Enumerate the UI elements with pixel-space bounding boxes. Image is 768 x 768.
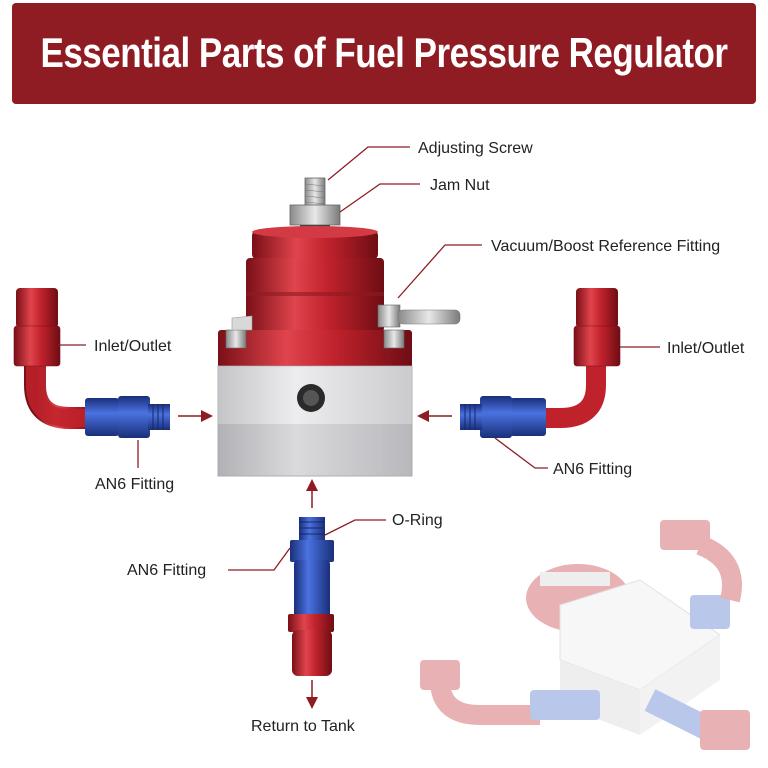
leader-vacuum (397, 244, 482, 299)
label-return-to-tank: Return to Tank (251, 718, 356, 735)
label-an6-right: AN6 Fitting (553, 461, 632, 478)
vacuum-fitting-part (377, 304, 461, 328)
label-o-ring: O-Ring (392, 512, 443, 529)
regulator-body (217, 177, 461, 477)
leader-an6-bottom (228, 547, 291, 571)
faded-regulator-view (420, 520, 750, 750)
flow-arrows (178, 410, 452, 709)
right-hose-assembly (460, 288, 621, 438)
label-vacuum-fitting: Vacuum/Boost Reference Fitting (491, 238, 720, 255)
label-an6-left: AN6 Fitting (95, 476, 174, 493)
an6-right-part (460, 396, 546, 438)
leader-lines (58, 146, 660, 571)
bottom-hose-assembly (288, 517, 334, 676)
leader-o-ring (324, 519, 386, 536)
leader-jam-nut (339, 183, 420, 213)
page-title: Essential Parts of Fuel Pressure Regulat… (40, 29, 728, 76)
label-jam-nut: Jam Nut (430, 177, 490, 194)
label-adjusting-screw: Adjusting Screw (418, 140, 533, 157)
an6-left-part (85, 396, 170, 438)
inlet-outlet-right-part (576, 288, 618, 328)
label-inlet-outlet-right: Inlet/Outlet (667, 340, 745, 357)
inlet-outlet-left-part (16, 288, 58, 328)
left-hose-assembly (13, 288, 170, 438)
label-an6-bottom: AN6 Fitting (127, 562, 206, 579)
label-inlet-outlet-left: Inlet/Outlet (94, 338, 172, 355)
leader-an6-right (494, 437, 548, 469)
title-banner: Essential Parts of Fuel Pressure Regulat… (12, 3, 756, 104)
leader-adjusting-screw (327, 146, 410, 181)
jam-nut-part (289, 204, 341, 226)
o-ring-fitting-part (299, 517, 325, 541)
